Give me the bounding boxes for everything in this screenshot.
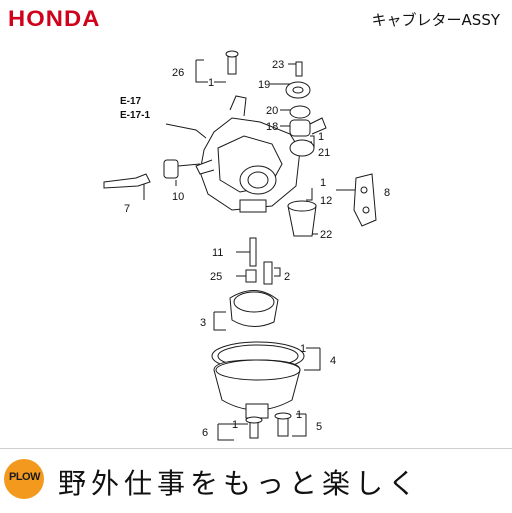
callout-8: 8 <box>384 187 390 199</box>
callout-12: 12 <box>320 195 332 207</box>
float-3 <box>229 290 279 327</box>
callout-11: 11 <box>212 247 223 259</box>
valve-18 <box>289 117 327 137</box>
callout-1c: 1 <box>320 177 326 189</box>
needle-5 <box>103 173 151 189</box>
callout-1b: 1 <box>318 131 324 143</box>
exploded-parts-diagram: 26 1 23 19 20 18 1 21 1 12 22 8 7 10 11 … <box>103 50 390 441</box>
footer-banner: PLOW 野外仕事をもっと楽しく <box>0 448 512 513</box>
callout-3: 3 <box>200 317 206 329</box>
reference-e17: E-17 <box>120 96 142 107</box>
bolt-7 <box>245 416 263 439</box>
callout-1a: 1 <box>208 77 214 89</box>
jet-11 <box>249 237 257 267</box>
page-title: キャブレターASSY <box>371 11 500 29</box>
callout-1d: 1 <box>300 343 306 355</box>
callout-7: 6 <box>202 427 208 439</box>
callout-6: 5 <box>316 421 322 433</box>
callout-19: 19 <box>258 79 270 91</box>
slogan-text: 野外仕事をもっと楽しく <box>58 467 422 500</box>
brand-logo: HONDA <box>8 6 101 31</box>
callout-21: 21 <box>318 147 330 159</box>
callout-4: 4 <box>330 355 336 367</box>
callout-2: 2 <box>284 271 290 283</box>
callout-1e: 1 <box>232 419 238 431</box>
screw-25 <box>245 269 257 283</box>
callout-25: 25 <box>210 271 222 283</box>
callout-5: 7 <box>124 203 130 215</box>
callout-18: 18 <box>266 121 278 133</box>
callout-1f: 1 <box>296 409 302 421</box>
screw-23 <box>295 61 303 77</box>
seal-20 <box>289 105 311 119</box>
washer-19 <box>285 81 311 99</box>
gasket-21 <box>289 139 315 157</box>
callout-26: 26 <box>172 67 184 79</box>
callout-23: 23 <box>272 59 284 71</box>
callout-22: 22 <box>320 229 332 241</box>
screw-26 <box>225 50 239 75</box>
plow-logo: PLOW <box>4 459 44 499</box>
plow-logo-text: PLOW <box>9 471 41 483</box>
callout-20: 20 <box>266 105 278 117</box>
float-bowl-4 <box>213 359 301 419</box>
main-carburetor-body <box>195 95 301 213</box>
drain-screw-6 <box>274 412 292 437</box>
callout-10: 10 <box>172 191 184 203</box>
pin-2 <box>263 261 273 285</box>
knob-10 <box>163 159 201 179</box>
cup-22 <box>287 200 317 237</box>
bracket-8 <box>353 173 377 227</box>
reference-e17-1: E-17-1 <box>120 110 150 121</box>
